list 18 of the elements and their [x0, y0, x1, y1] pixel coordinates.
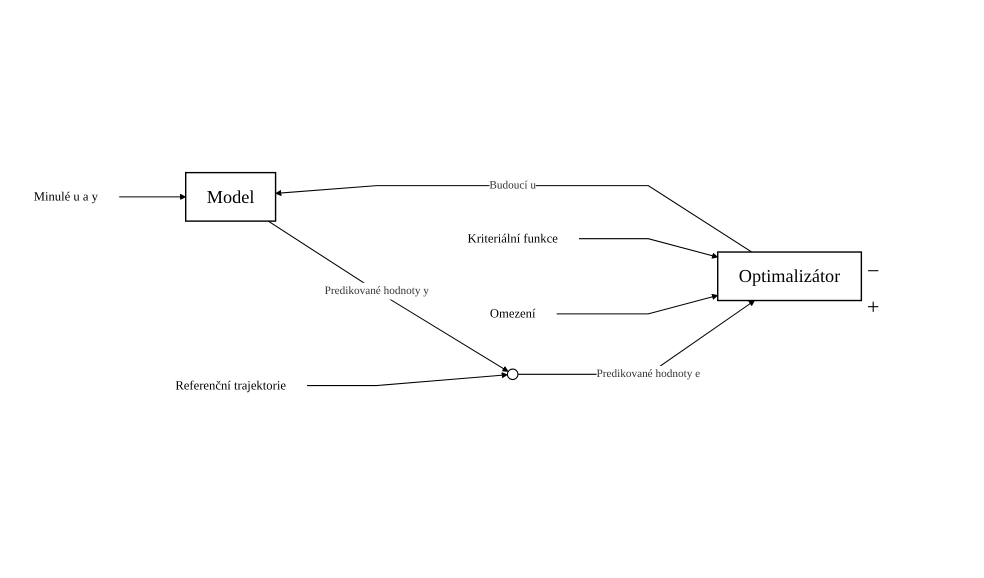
arrow [119, 194, 186, 200]
edge-label: Budoucí u [489, 179, 536, 192]
sign-label: + [867, 294, 880, 320]
node-box: Optimalizátor [717, 251, 862, 302]
arrow [307, 372, 508, 386]
node-text: Referenční trajektorie [175, 378, 286, 392]
sign-label: − [867, 258, 880, 284]
node-text: Minulé u a y [34, 189, 98, 204]
node-circle [506, 368, 518, 380]
edge-label: Predikované hodnoty y [324, 284, 429, 297]
arrow [268, 220, 508, 372]
arrow [578, 238, 718, 259]
arrow [275, 184, 752, 252]
node-text: Omezení [490, 306, 536, 320]
node-box: Model [185, 172, 276, 222]
arrow [556, 294, 718, 314]
node-text: Kriteriální funkce [468, 231, 558, 246]
edge-label: Predikované hodnoty e [596, 368, 700, 380]
